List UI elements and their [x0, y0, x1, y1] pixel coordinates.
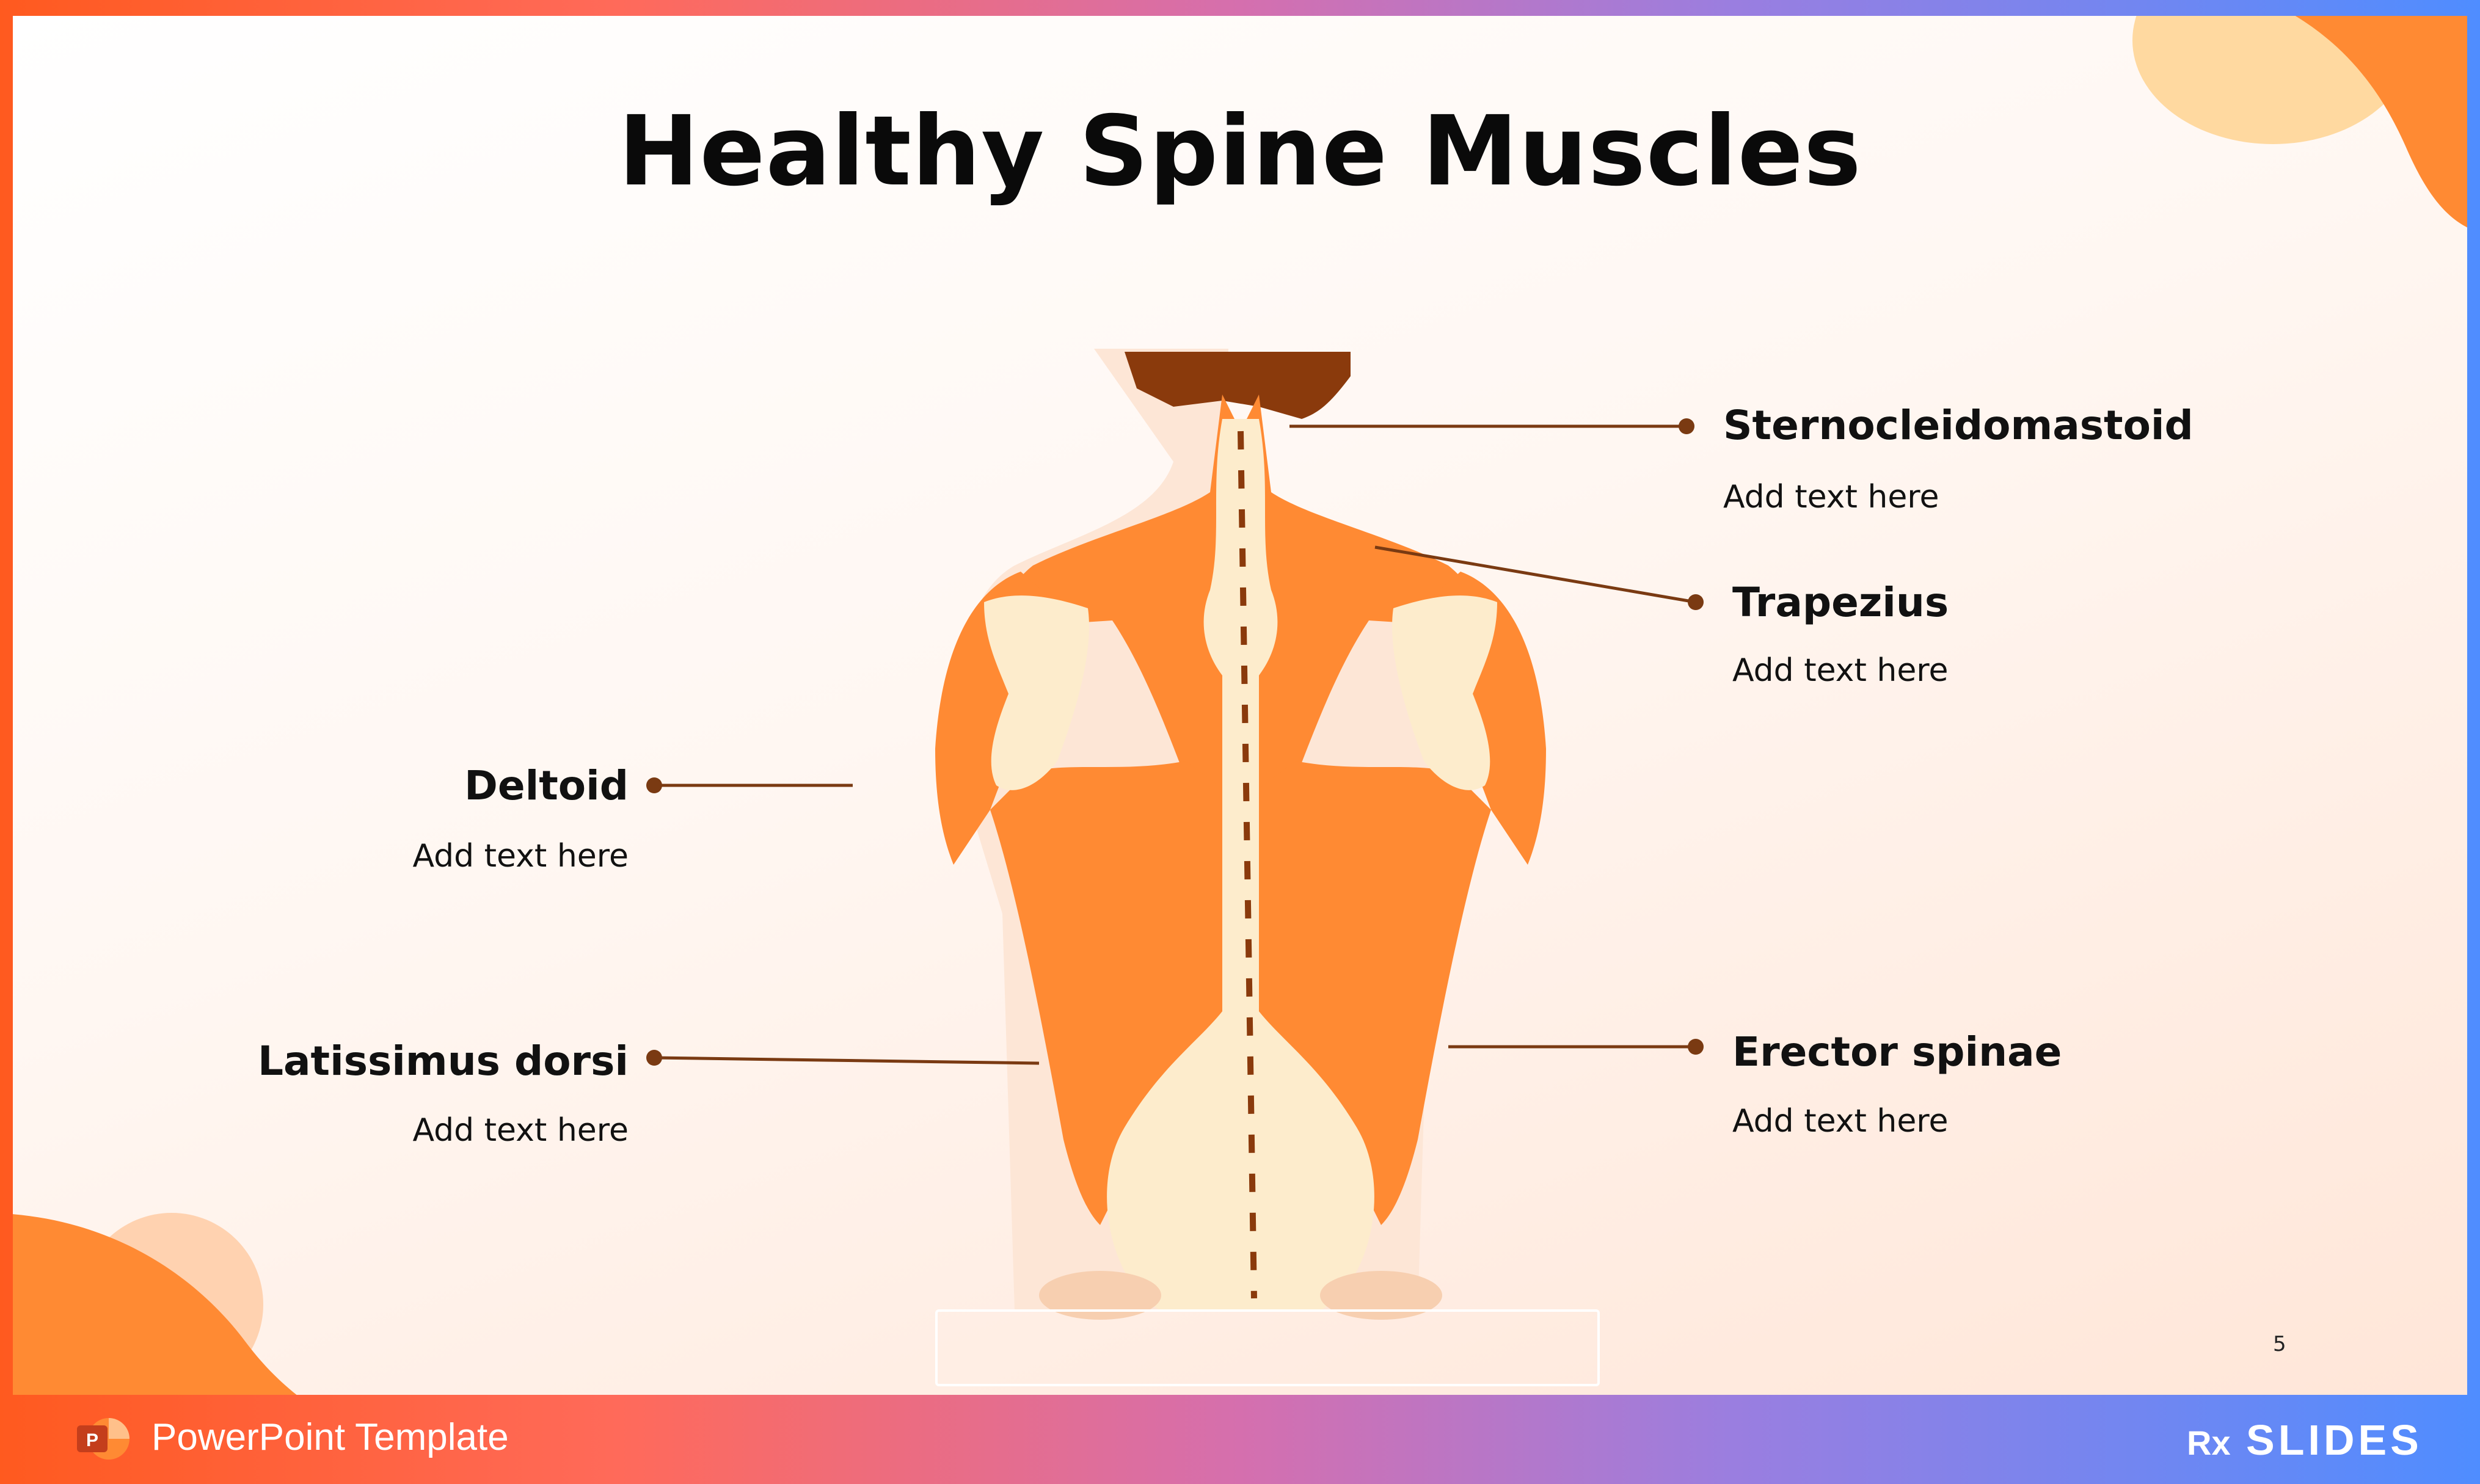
label-erector-spinae-text: Add text here [1732, 1103, 1949, 1140]
leader-lines [646, 418, 1704, 1066]
decor-blob-bottom-left [13, 1213, 297, 1395]
label-sternocleidomastoid: Sternocleidomastoid [1723, 402, 2194, 449]
svg-text:P: P [86, 1430, 98, 1450]
brand-prefix: Rx [2187, 1424, 2231, 1462]
label-trapezius: Trapezius [1732, 579, 1949, 626]
label-latissimus-dorsi: Latissimus dorsi [257, 1038, 629, 1085]
powerpoint-icon: P [77, 1418, 129, 1460]
label-latissimus-dorsi-text: Add text here [412, 1112, 629, 1149]
label-sternocleidomastoid-text: Add text here [1723, 479, 1939, 515]
back-muscles-illustration [935, 349, 1546, 1320]
brand-logo: Rx SLIDES [2187, 1416, 2423, 1464]
image-placeholder-box [935, 1309, 1600, 1386]
slide: Healthy Spine Muscles [13, 16, 2467, 1395]
label-erector-spinae: Erector spinae [1732, 1028, 2062, 1075]
brand-main: SLIDES [2246, 1416, 2423, 1464]
page-number: 5 [2273, 1332, 2286, 1356]
label-trapezius-text: Add text here [1732, 652, 1949, 689]
label-deltoid-text: Add text here [412, 838, 629, 875]
slide-title: Healthy Spine Muscles [618, 95, 1862, 208]
decor-blob-top-right [2132, 16, 2467, 228]
label-deltoid: Deltoid [464, 762, 629, 809]
footer-template-label: PowerPoint Template [151, 1416, 509, 1458]
